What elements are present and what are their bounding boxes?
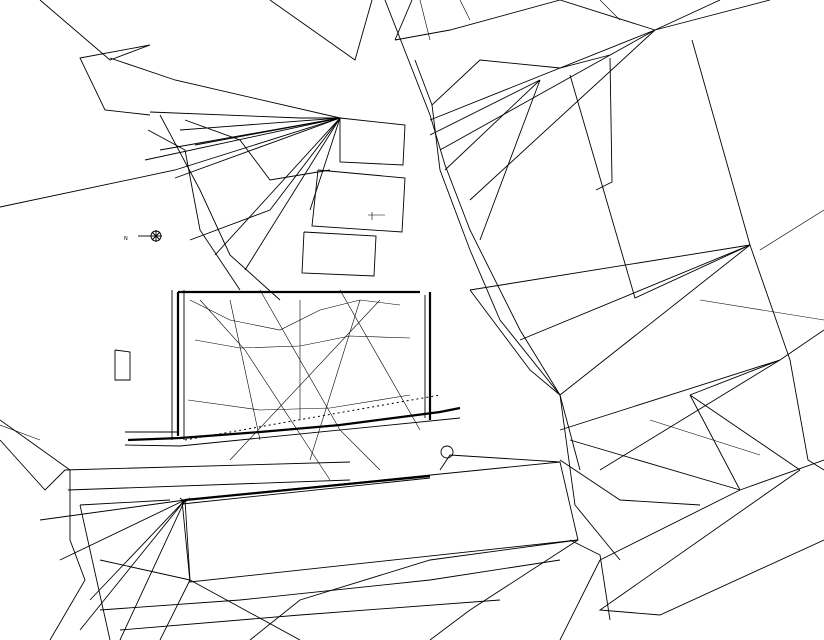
right-side-structures [384,0,824,621]
north-arrow-icon: N [124,230,162,242]
building-block-upper [301,117,406,277]
site-boundary [124,290,461,447]
edge-fringe-lines [0,0,824,456]
lower-left-region [0,349,351,640]
large-bottom-block [99,454,601,640]
well-icon [440,445,454,459]
north-arrow-label: N [124,236,128,242]
terrain-contours [187,289,421,481]
boundary-lines-top-left [0,0,373,301]
